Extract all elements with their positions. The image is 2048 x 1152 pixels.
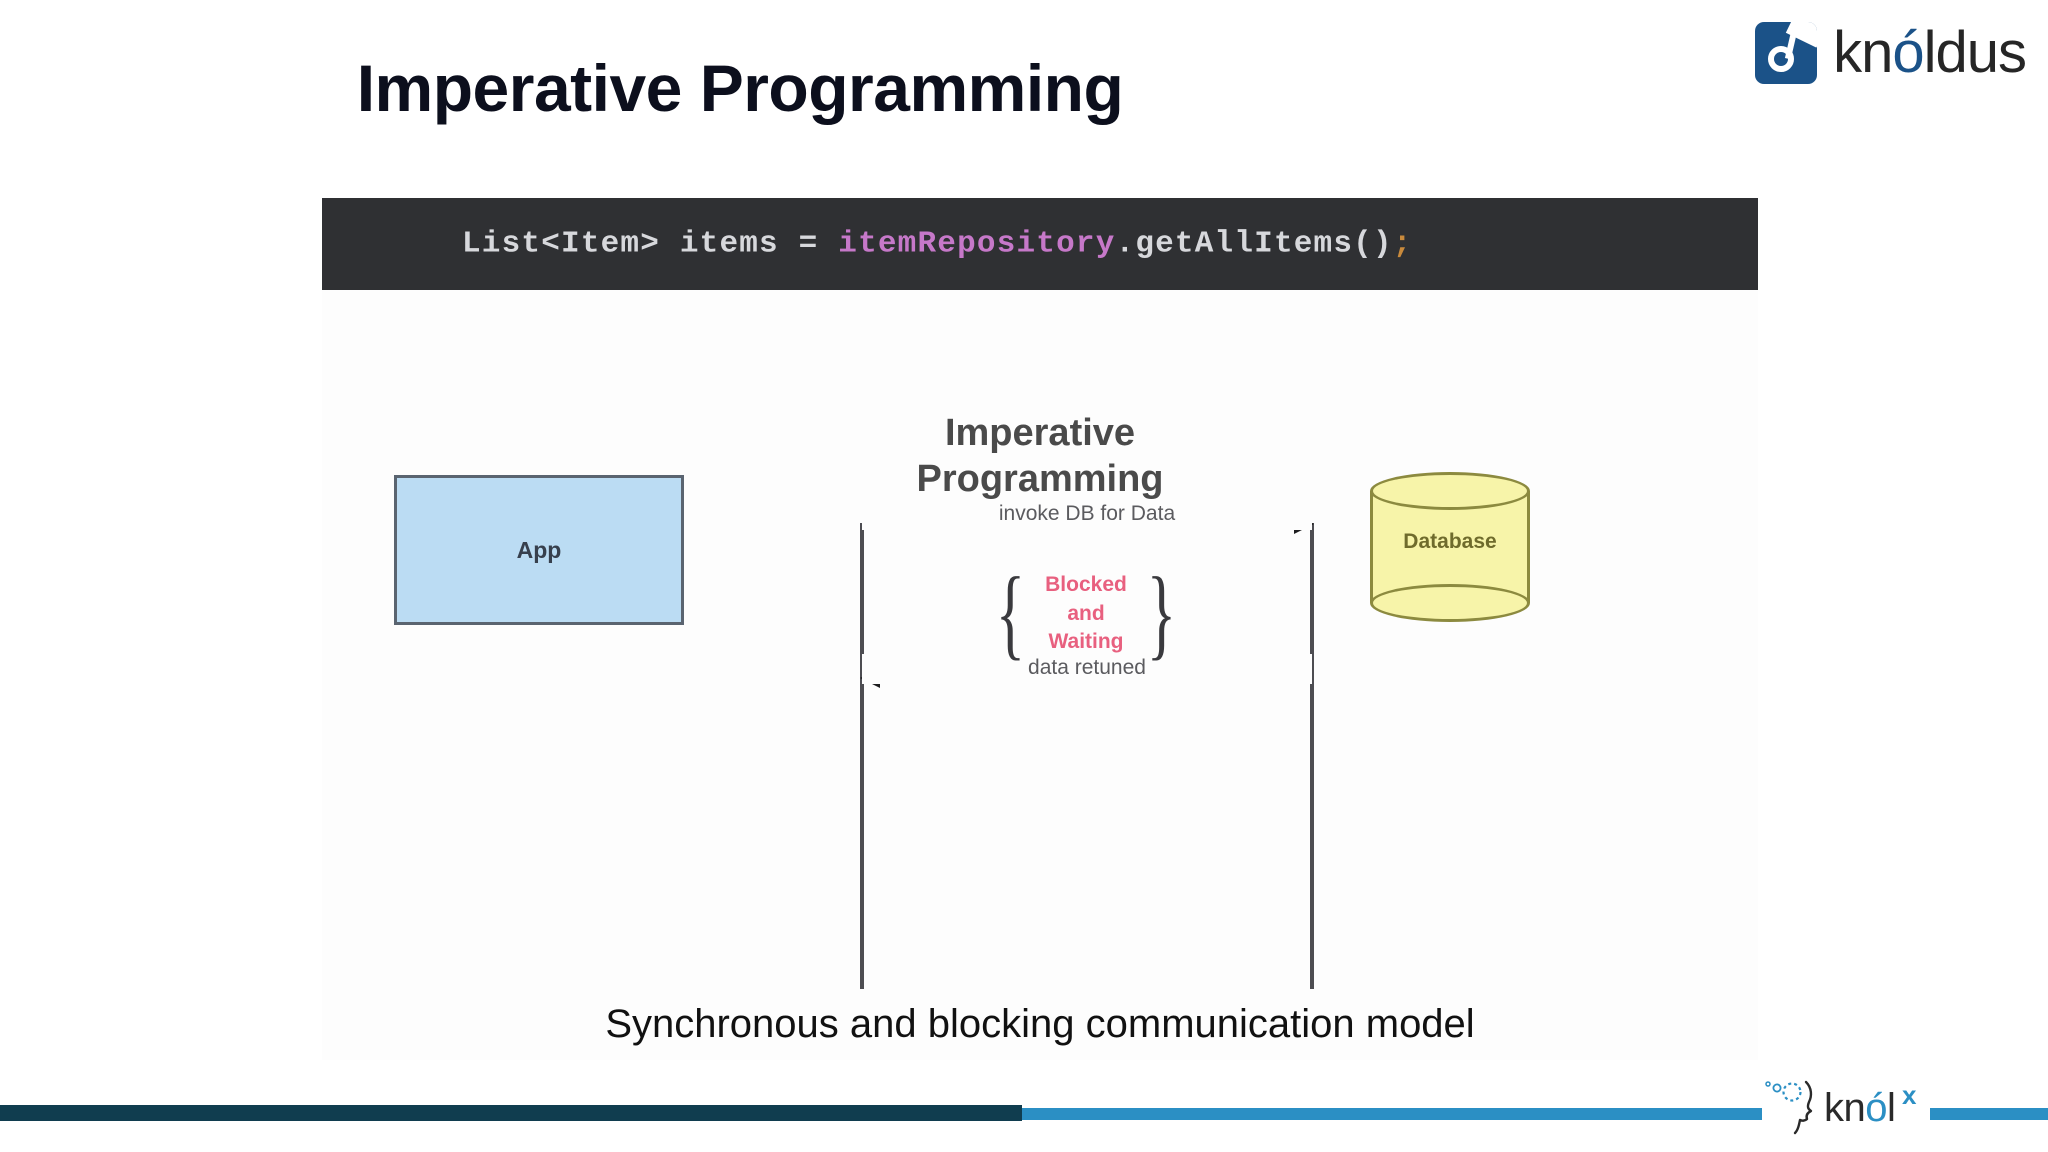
lifeline-database [1310,523,1314,989]
lifeline-app [860,523,864,989]
code-token-identifier: itemRepository [838,226,1116,262]
diagram-heading: Imperative Programming [322,410,1758,503]
knolx-superscript-x: x [1902,1080,1917,1110]
knoldus-wordmark-suffix: ldus [1923,20,2027,85]
knolx-wordmark: knól [1824,1086,1896,1130]
knolx-wordmark-suffix: l [1887,1086,1896,1130]
diagram-heading-line1: Imperative [944,412,1136,454]
knoldus-wordmark-prefix: kn [1833,20,1893,85]
diagram-heading-line2: Programming [916,458,1164,501]
footer-bar-dark [0,1105,1022,1121]
knoldus-brand-logo: knóldus [1755,22,2027,84]
message-invoke-db: invoke DB for Data [862,500,1314,534]
code-block: List<Item> items = itemRepository.getAll… [322,198,1758,290]
brace-right-icon: } [1146,557,1177,671]
knoldus-wordmark-accent: ó [1892,20,1924,85]
footer-bar-light-left [1022,1108,1762,1120]
blocked-and-waiting-text: Blocked and Waiting [1045,571,1127,656]
app-node: App [394,475,684,625]
sequence-diagram-figure: Imperative Programming App Database invo… [322,290,1758,1060]
blocked-line-3: Waiting [1048,630,1124,654]
code-token-declaration: List<Item> items = [462,226,839,262]
knolx-head-icon [1765,1080,1813,1135]
knoldus-wordmark: knóldus [1833,24,2027,82]
blocked-line-2: and [1067,601,1105,625]
message-invoke-label: invoke DB for Data [862,500,1312,530]
knolx-logo: knól x [1762,1078,1930,1140]
figure-caption: Synchronous and blocking communication m… [605,1002,1475,1046]
code-token-method-call: .getAllItems() [1115,226,1393,262]
knoldus-mark-ring [1768,46,1795,72]
blocked-line-1: Blocked [1045,573,1127,597]
page-title: Imperative Programming [356,51,1124,125]
knoldus-mark-icon [1755,22,1818,84]
brace-left-icon: { [995,557,1026,671]
blocked-and-waiting-group: { Blocked and Waiting } [964,562,1208,666]
database-node: Database [1370,472,1530,622]
message-data-returned: data retuned [860,654,1312,688]
code-token-semicolon: ; [1392,226,1413,262]
knolx-wordmark-accent: ó [1865,1086,1887,1130]
code-line: List<Item> items = itemRepository.getAll… [462,227,1413,262]
database-top-ellipse [1370,472,1530,510]
knolx-wordmark-prefix: kn [1824,1086,1866,1130]
database-bottom-ellipse [1370,584,1530,622]
database-label: Database [1403,530,1497,553]
footer-bar-light-right [1930,1108,2048,1120]
message-return-label: data retuned [862,654,1312,684]
